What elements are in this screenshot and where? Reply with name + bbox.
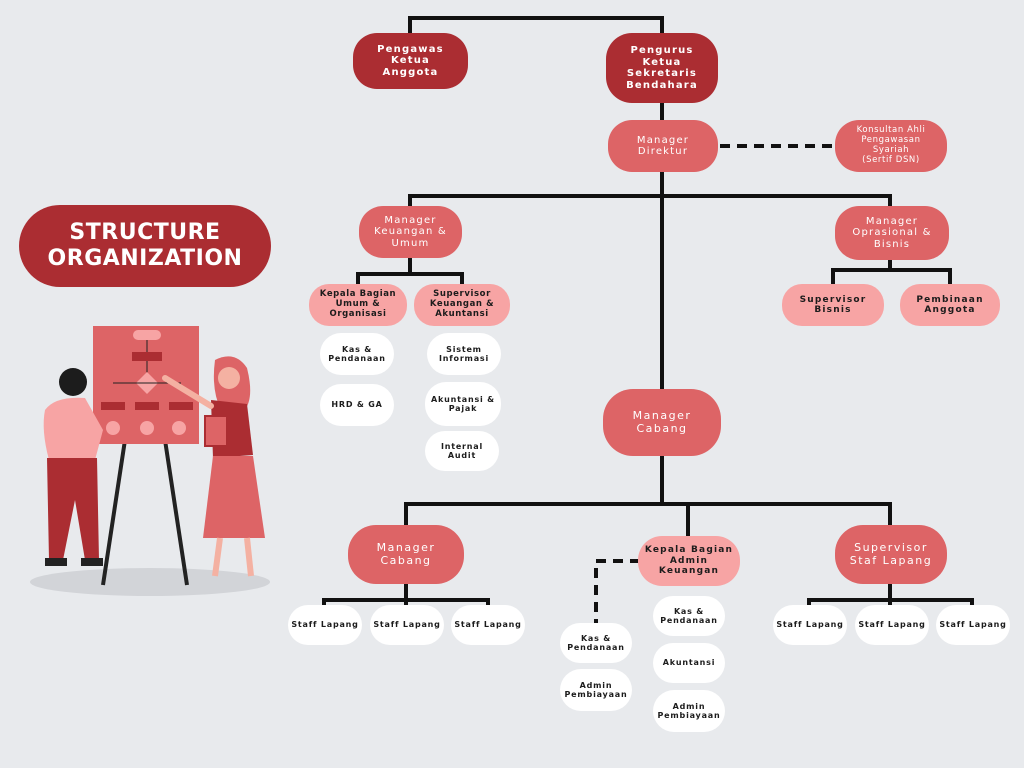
node-manager-direktur: Manager Direktur	[608, 120, 718, 172]
node-supervisor-staf-lapang: Supervisor Staf Lapang	[835, 525, 947, 584]
node-supervisor-keuangan: Supervisor Keuangan & Akuntansi	[414, 284, 510, 326]
node-kas-pendanaan-cabang: Kas & Pendanaan	[560, 623, 632, 663]
node-admin-pembiayaan-cabang: Admin Pembiayaan	[560, 669, 632, 711]
node-pembinaan-anggota: Pembinaan Anggota	[900, 284, 1000, 326]
node-staff-lapang-right-3: Staff Lapang	[936, 605, 1010, 645]
node-internal-audit: Internal Audit	[425, 431, 499, 471]
node-staff-lapang-left-1: Staff Lapang	[288, 605, 362, 645]
node-hrd-ga: HRD & GA	[320, 384, 394, 426]
node-manager-keuangan: Manager Keuangan & Umum	[359, 206, 462, 258]
node-pengawas: Pengawas Ketua Anggota	[353, 33, 468, 89]
node-manager-cabang: Manager Cabang	[348, 525, 464, 584]
node-konsultan-syariah: Konsultan Ahli Pengawasan Syariah (Serti…	[835, 120, 947, 172]
node-kas-pendanaan-admin: Kas & Pendanaan	[653, 596, 725, 636]
node-manager-operasional: Manager Oprasional & Bisnis	[835, 206, 949, 260]
node-supervisor-bisnis: Supervisor Bisnis	[782, 284, 884, 326]
node-admin-pembiayaan-admin: Admin Pembiayaan	[653, 690, 725, 732]
node-manager-cabang-center: Manager Cabang	[603, 389, 721, 456]
node-staff-lapang-left-3: Staff Lapang	[451, 605, 525, 645]
node-akuntansi-pajak: Akuntansi & Pajak	[425, 382, 501, 426]
node-staff-lapang-right-1: Staff Lapang	[773, 605, 847, 645]
title-line-1: STRUCTURE	[69, 219, 221, 245]
node-sistem-informasi: Sistem Informasi	[427, 333, 501, 375]
node-kas-pendanaan-umum: Kas & Pendanaan	[320, 333, 394, 375]
node-akuntansi: Akuntansi	[653, 643, 725, 683]
node-pengurus: Pengurus Ketua Sekretaris Bendahara	[606, 33, 718, 103]
node-kepala-bagian-admin-keuangan: Kepala Bagian Admin Keuangan	[638, 536, 740, 586]
node-staff-lapang-left-2: Staff Lapang	[370, 605, 444, 645]
title-badge: STRUCTURE ORGANIZATION	[19, 205, 271, 287]
node-staff-lapang-right-2: Staff Lapang	[855, 605, 929, 645]
presentation-flowchart-illustration	[30, 326, 270, 596]
title-line-2: ORGANIZATION	[47, 246, 243, 271]
node-kepala-bagian-umum: Kepala Bagian Umum & Organisasi	[309, 284, 407, 326]
